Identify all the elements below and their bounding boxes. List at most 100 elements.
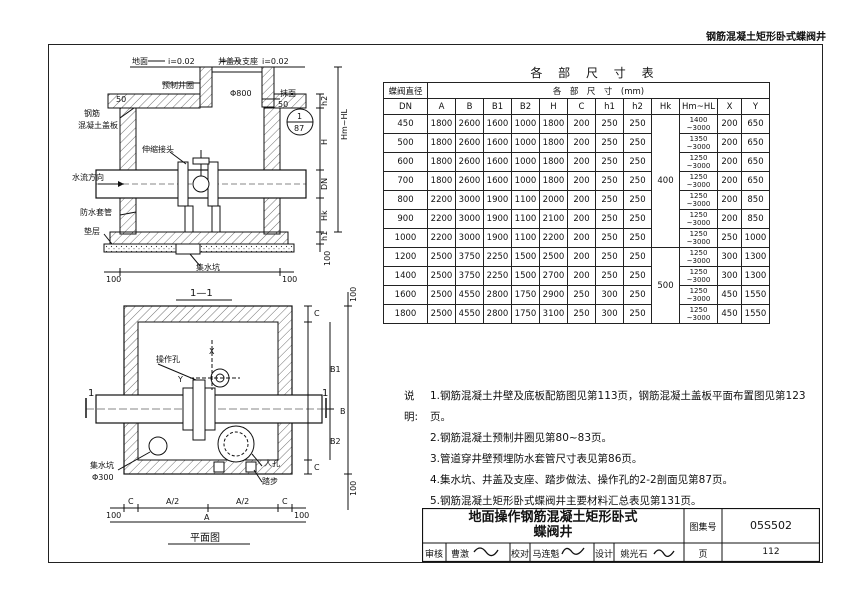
hm-min: 1250 bbox=[689, 249, 708, 257]
table-cell: 2200 bbox=[427, 190, 456, 210]
table-cell: 200 bbox=[567, 152, 596, 172]
detail-ref-top: 1 bbox=[297, 112, 302, 121]
hm-max: ~3000 bbox=[686, 238, 711, 246]
table-cell: 250 bbox=[623, 171, 652, 191]
th-valve-diameter: 蝶阀直径 bbox=[383, 82, 428, 99]
th-dimensions: 各 部 尺 寸 (mm) bbox=[427, 82, 770, 99]
label-sump-dia: Φ300 bbox=[92, 473, 114, 482]
table-cell: 250 bbox=[623, 114, 652, 134]
table-cell: 500 bbox=[383, 133, 428, 153]
atlas-number: 05S502 bbox=[750, 519, 792, 532]
section-marker-right: 1 bbox=[322, 388, 328, 399]
designer-signature bbox=[653, 549, 675, 558]
table-cell-hm: 1250~3000 bbox=[679, 304, 718, 324]
table-cell-hm: 1250~3000 bbox=[679, 266, 718, 286]
table-cell: 1500 bbox=[511, 247, 540, 267]
th-col: h2 bbox=[623, 98, 652, 115]
label-Hk: Hk bbox=[320, 210, 329, 221]
label-d800: Φ800 bbox=[230, 89, 252, 98]
title-block: 地面操作钢筋混凝土矩形卧式 蝶阀井 图集号 05S502 审核 曹激 校对 马连… bbox=[422, 508, 820, 562]
label-plan-b1: B1 bbox=[330, 365, 341, 374]
label-y: Y bbox=[177, 375, 183, 384]
label-sump-pit-plan: 集水坑 bbox=[90, 460, 114, 470]
table-cell: 650 bbox=[741, 114, 770, 134]
table-cell: 1500 bbox=[511, 266, 540, 286]
table-cell: 1550 bbox=[741, 285, 770, 305]
table-cell: 600 bbox=[383, 152, 428, 172]
table-cell: 2100 bbox=[539, 209, 568, 229]
table-cell: 1000 bbox=[383, 228, 428, 248]
table-cell-hm: 1250~3000 bbox=[679, 247, 718, 267]
atlas-label: 图集号 bbox=[689, 523, 717, 533]
th-col: DN bbox=[383, 98, 428, 115]
table-cell: 700 bbox=[383, 171, 428, 191]
hm-max: ~3000 bbox=[686, 314, 711, 322]
th-col: C bbox=[567, 98, 596, 115]
table-cell: 900 bbox=[383, 209, 428, 229]
table-cell: 200 bbox=[567, 171, 596, 191]
label-manhole: 人孔 bbox=[264, 459, 280, 468]
sheet-frame bbox=[48, 44, 823, 563]
table-cell: 2900 bbox=[539, 285, 568, 305]
table-cell: 2500 bbox=[427, 304, 456, 324]
table-cell: 1600 bbox=[483, 171, 512, 191]
table-cell: 250 bbox=[595, 247, 624, 267]
table-cell: 850 bbox=[741, 190, 770, 210]
label-plan-dim-100-left: 100 bbox=[106, 511, 121, 520]
th-col: Y bbox=[741, 98, 770, 115]
page-number: 112 bbox=[762, 547, 780, 557]
title-block-grid bbox=[422, 508, 820, 562]
table-cell: 1600 bbox=[383, 285, 428, 305]
label-plan-dim-100-bottom: 100 bbox=[349, 481, 358, 496]
table-cell: 2500 bbox=[427, 285, 456, 305]
hm-min: 1250 bbox=[689, 154, 708, 162]
table-cell: 450 bbox=[717, 304, 742, 324]
table-cell: 250 bbox=[623, 266, 652, 286]
reviewer-name: 曹激 bbox=[450, 550, 469, 560]
table-cell: 1600 bbox=[483, 133, 512, 153]
table-cell: 300 bbox=[595, 285, 624, 305]
label-waterproof-sleeve: 防水套管 bbox=[80, 207, 112, 217]
review-label: 审核 bbox=[424, 550, 443, 560]
th-col: B bbox=[455, 98, 484, 115]
table-cell: 1800 bbox=[383, 304, 428, 324]
table-cell: 650 bbox=[741, 133, 770, 153]
table-cell: 200 bbox=[717, 209, 742, 229]
note-item: 2.钢筋混凝土预制井圈见第80~83页。 bbox=[430, 432, 613, 444]
label-dim-100-right: 100 bbox=[282, 275, 297, 284]
table-cell: 1750 bbox=[511, 285, 540, 305]
table-cell: 300 bbox=[595, 304, 624, 324]
table-cell: 1200 bbox=[383, 247, 428, 267]
notes-lead: 说明: bbox=[404, 390, 419, 423]
table-cell: 2500 bbox=[539, 247, 568, 267]
th-col: B2 bbox=[511, 98, 540, 115]
th-col: Hm~HL bbox=[679, 98, 718, 115]
label-plan-dim-100-right: 100 bbox=[294, 511, 309, 520]
table-cell: 200 bbox=[717, 152, 742, 172]
table-cell: 200 bbox=[717, 171, 742, 191]
label-precast-ring: 预制井圈 bbox=[162, 80, 194, 90]
label-slope-right: i=0.02 bbox=[262, 57, 289, 66]
table-cell: 250 bbox=[595, 133, 624, 153]
hm-max: ~3000 bbox=[686, 219, 711, 227]
table-cell: 200 bbox=[717, 114, 742, 134]
table-cell: 300 bbox=[717, 247, 742, 267]
table-cell: 250 bbox=[595, 209, 624, 229]
table-cell: 1800 bbox=[539, 171, 568, 191]
checker-signature bbox=[561, 547, 585, 555]
table-cell: 3000 bbox=[455, 228, 484, 248]
label-plan-b2: B2 bbox=[330, 437, 341, 446]
table-cell: 250 bbox=[623, 304, 652, 324]
checker-name: 马连魁 bbox=[532, 550, 560, 560]
table-cell-hm: 1400~3000 bbox=[679, 114, 718, 134]
table-cell-hk: 400 bbox=[651, 114, 680, 248]
check-label: 校对 bbox=[510, 550, 529, 560]
